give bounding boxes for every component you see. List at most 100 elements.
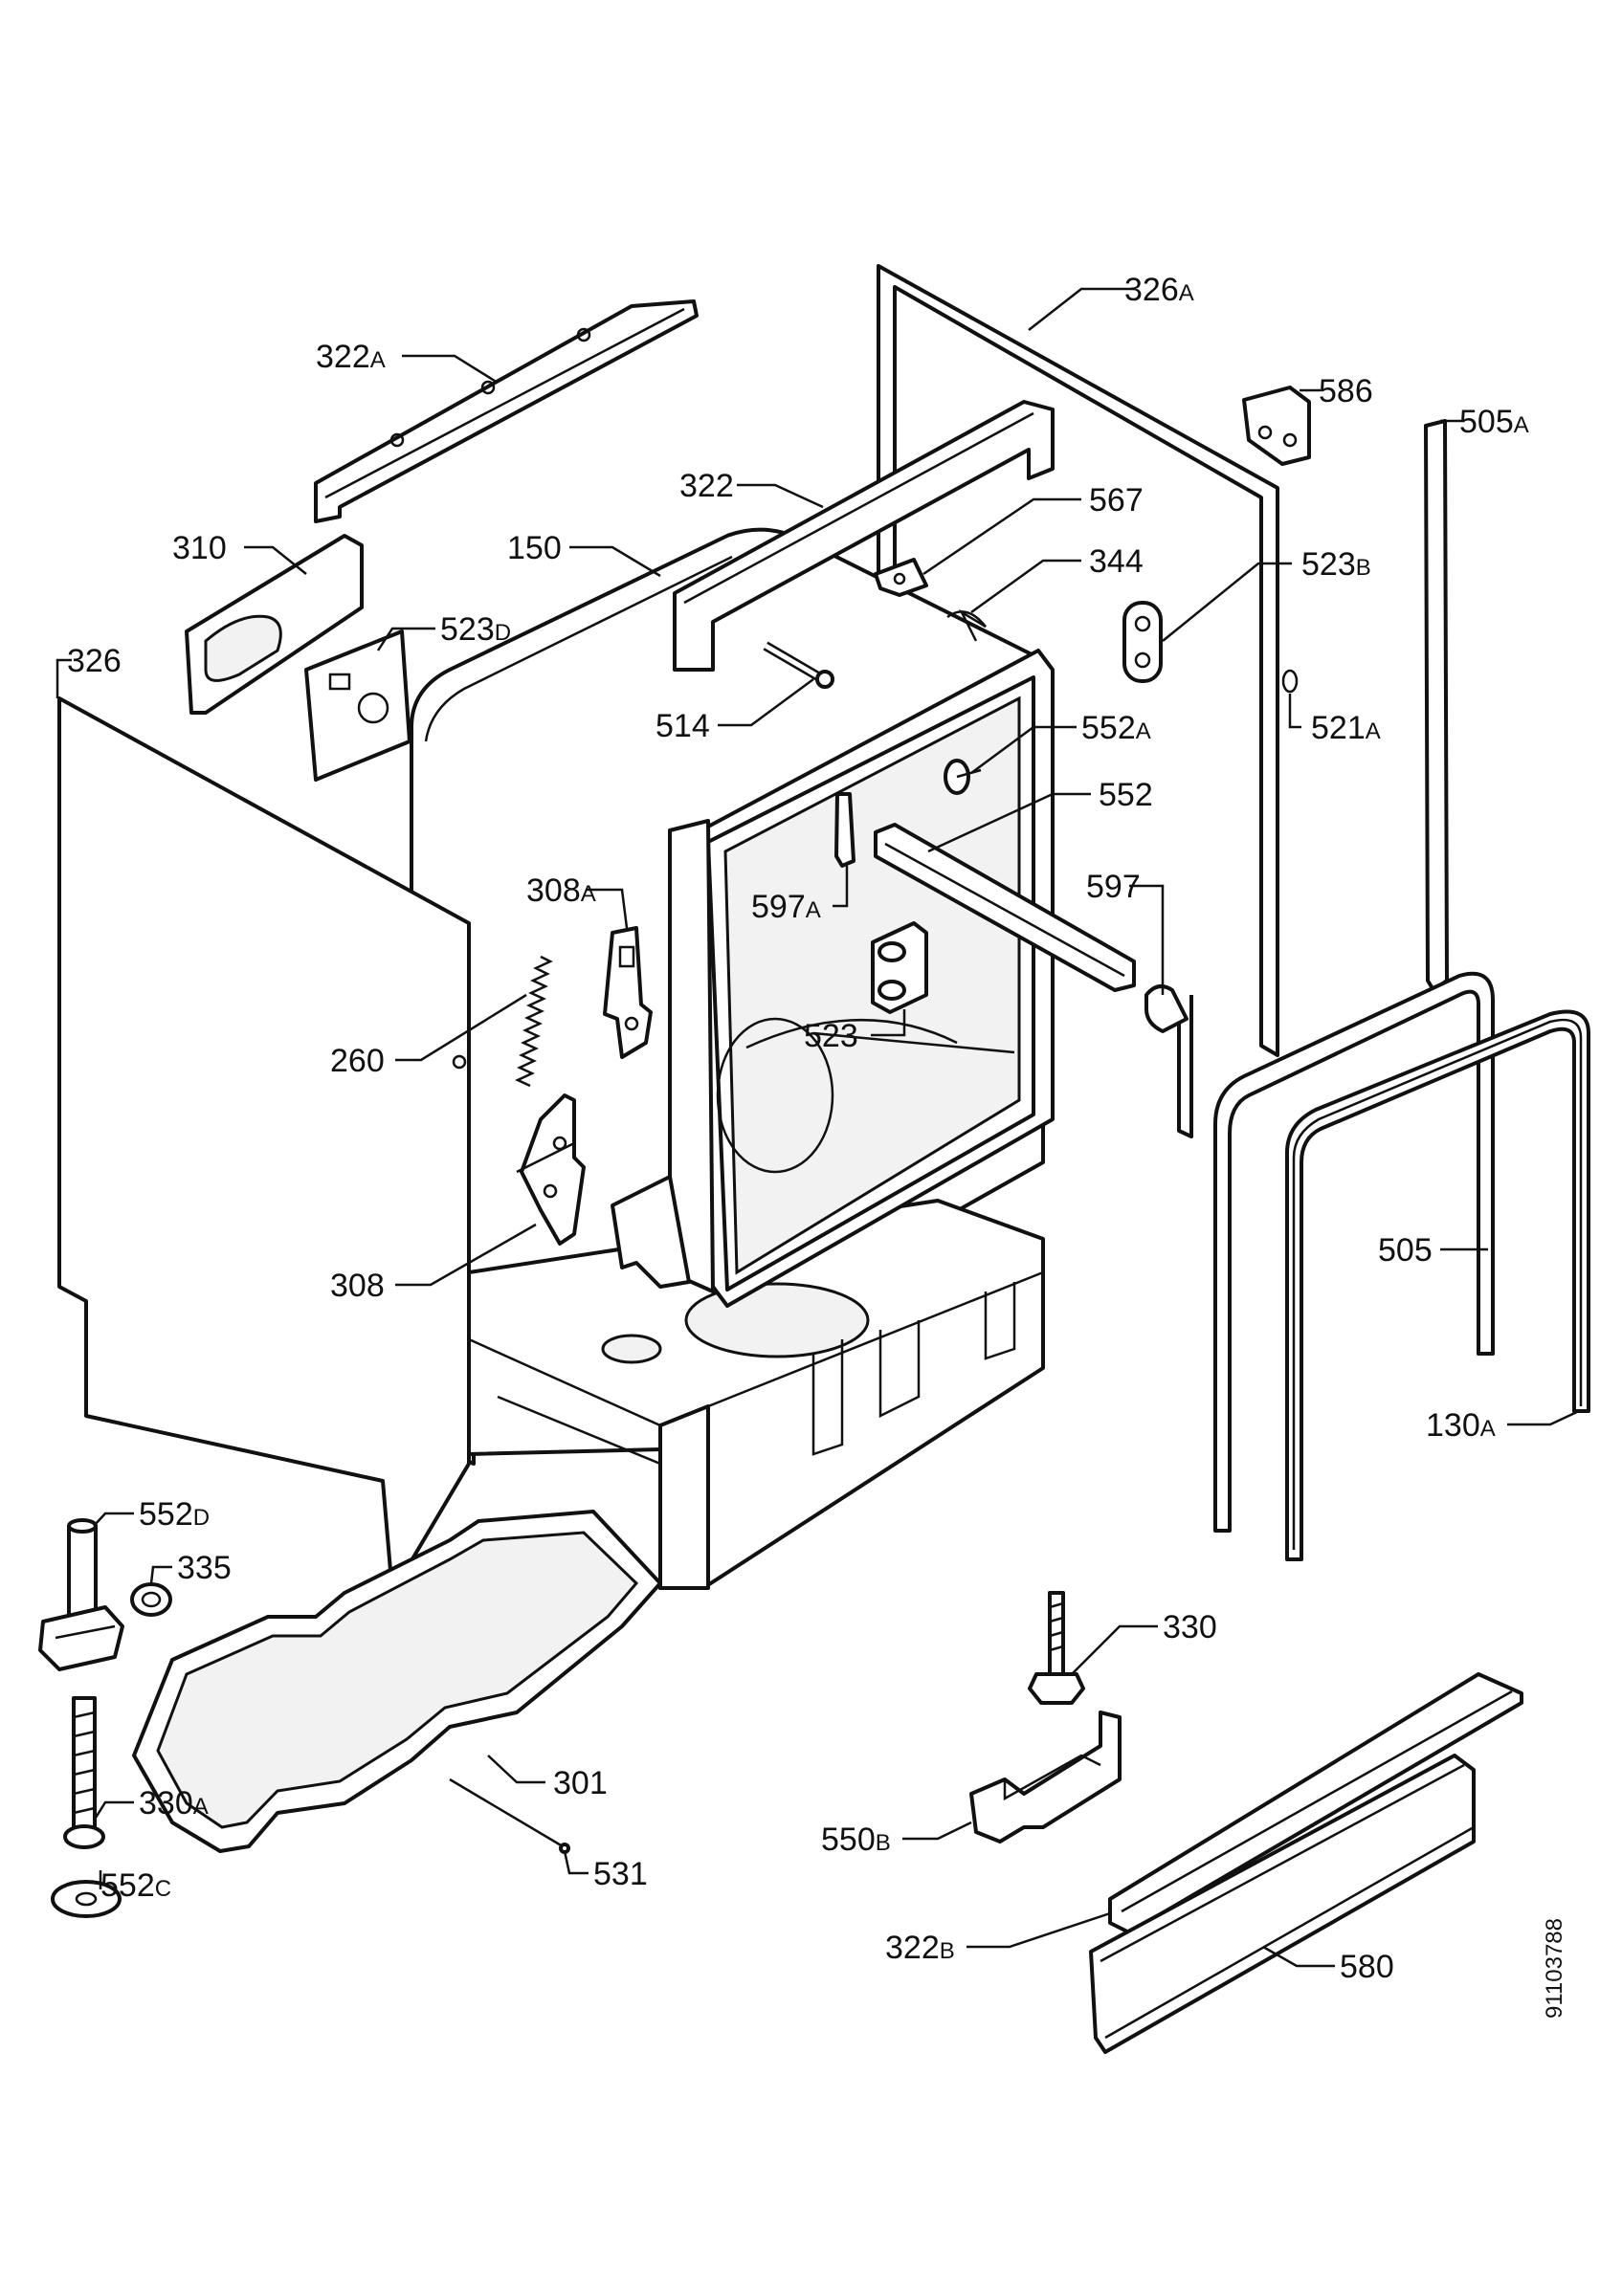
washer-552c [51, 1880, 122, 1918]
seal-130a [1285, 1009, 1590, 1561]
part-number: 344 [1089, 543, 1144, 580]
part-number: 330 [1163, 1609, 1217, 1645]
seal-301 [132, 1510, 662, 1853]
part-suffix: C [155, 1876, 171, 1902]
part-label: 322B [885, 1930, 955, 1966]
drawing-number: 91103788 [1542, 1918, 1567, 2019]
wire-531 [449, 1777, 570, 1854]
part-label: 330 [1163, 1609, 1217, 1645]
part-suffix: A [193, 1794, 209, 1820]
part-label: 308 [330, 1268, 385, 1304]
part-number: 308 [526, 872, 581, 909]
part-label: 322A [316, 339, 386, 375]
part-number: 580 [1340, 1949, 1394, 1985]
part-number: 597 [1086, 869, 1141, 905]
part-number: 326 [67, 643, 122, 679]
part-label: 260 [330, 1043, 385, 1079]
part-label: 130A [1426, 1407, 1496, 1444]
part-suffix: A [370, 347, 386, 373]
part-label: 301 [553, 1765, 608, 1801]
part-label: 322 [679, 468, 734, 504]
part-suffix: A [1514, 412, 1529, 438]
part-label: 523B [1301, 546, 1371, 583]
part-number: 552 [100, 1867, 155, 1904]
bracket-523 [871, 921, 928, 1014]
part-label: 310 [172, 530, 227, 566]
part-number: 130 [1426, 1407, 1480, 1444]
part-label: 552A [1081, 710, 1151, 746]
part-number: 150 [507, 530, 562, 566]
part-number: 505 [1459, 404, 1514, 440]
ring-521a [1281, 669, 1299, 694]
part-number: 531 [593, 1856, 648, 1892]
clip-597a [834, 792, 855, 868]
part-number: 597 [751, 889, 806, 925]
cover-310 [185, 534, 364, 715]
part-suffix: A [806, 897, 821, 923]
part-label: 523D [440, 611, 511, 648]
part-number: 552 [1081, 710, 1136, 746]
part-label: 150 [507, 530, 562, 566]
foot-552d [38, 1518, 124, 1671]
plate-523d [304, 629, 411, 782]
part-suffix: B [940, 1938, 955, 1964]
nut-335 [130, 1582, 172, 1617]
part-number: 523 [1301, 546, 1356, 583]
part-label: 552C [100, 1867, 171, 1904]
spring-344 [946, 608, 987, 642]
door-frame [678, 649, 1055, 1308]
part-number: 322 [316, 339, 370, 375]
part-label: 523 [804, 1018, 858, 1054]
leader-lines [56, 287, 1580, 1968]
bracket-586 [1242, 386, 1311, 466]
part-suffix: A [1179, 280, 1194, 306]
part-number: 308 [330, 1268, 385, 1304]
hinge-308a [603, 926, 653, 1059]
part-label: 531 [593, 1856, 648, 1892]
part-label: 521A [1311, 710, 1381, 746]
part-label: 586 [1319, 373, 1373, 409]
part-number: 322 [679, 468, 734, 504]
part-label: 308A [526, 872, 596, 909]
part-number: 330 [139, 1785, 193, 1821]
base-frame [467, 1199, 1045, 1590]
part-suffix: A [1366, 718, 1381, 744]
rail-322 [673, 400, 1055, 672]
cap-552a [944, 759, 982, 795]
part-number: 523 [440, 611, 495, 648]
plate-580 [1089, 1754, 1476, 2054]
part-suffix: B [876, 1830, 891, 1856]
part-suffix: A [581, 881, 596, 907]
part-number: 550 [821, 1821, 876, 1858]
part-number: 326 [1124, 272, 1179, 308]
part-suffix: D [495, 620, 511, 646]
rail-322b [1108, 1672, 1523, 1934]
hinge-308 [516, 1093, 586, 1246]
part-number: 521 [1311, 710, 1366, 746]
part-number: 552 [139, 1496, 193, 1533]
clip-597 [1144, 984, 1189, 1033]
part-number: 514 [655, 708, 710, 744]
rail-552 [874, 823, 1136, 992]
part-label: 514 [655, 708, 710, 744]
door-side-frame [611, 819, 715, 1293]
part-label: 552D [139, 1496, 210, 1533]
part-label: 550B [821, 1821, 891, 1858]
part-label: 326A [1124, 272, 1194, 308]
cap-523b [1122, 601, 1163, 683]
part-label: 567 [1089, 482, 1144, 519]
foot-330 [1028, 1591, 1085, 1705]
part-label: 597 [1086, 869, 1141, 905]
part-label: 552 [1099, 777, 1153, 813]
part-number: 567 [1089, 482, 1144, 519]
part-label: 335 [177, 1550, 232, 1586]
part-label: 505A [1459, 404, 1529, 440]
bolt-330a [63, 1696, 105, 1849]
spring-260 [515, 955, 553, 1088]
part-label: 580 [1340, 1949, 1394, 1985]
part-suffix: A [1480, 1416, 1496, 1442]
part-number: 335 [177, 1550, 232, 1586]
part-suffix: A [1136, 718, 1151, 744]
part-number: 260 [330, 1043, 385, 1079]
